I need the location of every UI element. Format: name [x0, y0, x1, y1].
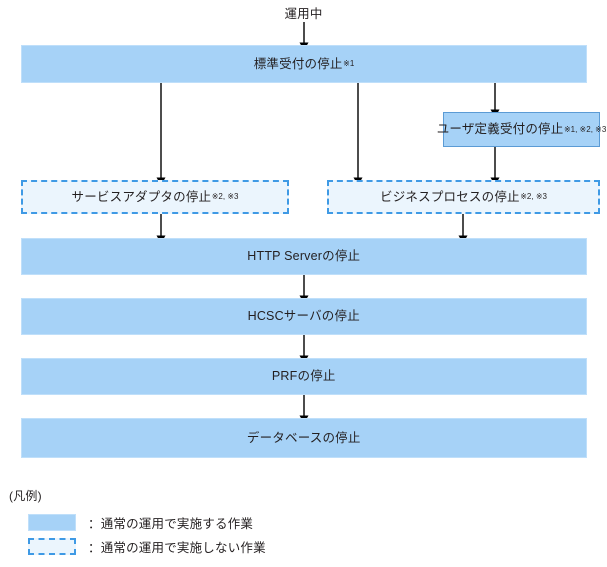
- legend-label: ：通常の運用で実施する作業: [88, 516, 254, 531]
- node-service-adapter-stop[interactable]: サービスアダプタの停止※2, ※3: [21, 180, 289, 214]
- node-label: HCSCサーバの停止: [247, 309, 360, 323]
- node-label: PRFの停止: [271, 369, 336, 383]
- node-footnote-marker: ※2, ※3: [520, 192, 547, 202]
- node-label: 標準受付の停止: [253, 56, 343, 71]
- node-label: データベースの停止: [246, 430, 361, 445]
- start-label: 運用中: [284, 7, 323, 21]
- node-prf-stop[interactable]: PRFの停止: [21, 358, 587, 395]
- legend: (凡例) ：通常の運用で実施する作業 ：通常の運用で実施しない作業: [9, 487, 339, 558]
- node-footnote-marker: ※2, ※3: [211, 192, 239, 202]
- node-footnote-marker: ※1: [343, 59, 355, 69]
- legend-item-non-normal-operation: ：通常の運用で実施しない作業: [9, 534, 339, 558]
- legend-swatch-dashed: [28, 537, 76, 555]
- node-hcsc-server-stop[interactable]: HCSCサーバの停止: [21, 298, 587, 335]
- node-label: サービスアダプタの停止: [71, 189, 212, 204]
- node-user-defined-reception-stop[interactable]: ユーザ定義受付の停止※1, ※2, ※3: [437, 112, 606, 147]
- legend-item-normal-operation: ：通常の運用で実施する作業: [9, 510, 339, 534]
- node-business-process-stop[interactable]: ビジネスプロセスの停止※2, ※3: [327, 180, 600, 214]
- node-label: ユーザ定義受付の停止: [436, 122, 564, 136]
- node-footnote-marker: ※1, ※2, ※3: [563, 124, 607, 134]
- node-label: ビジネスプロセスの停止: [380, 189, 520, 204]
- node-database-stop[interactable]: データベースの停止: [21, 418, 587, 458]
- legend-label: ：通常の運用で実施しない作業: [88, 540, 266, 555]
- node-standard-reception-stop[interactable]: 標準受付の停止※1: [21, 45, 587, 83]
- node-http-server-stop[interactable]: HTTP Serverの停止: [21, 238, 587, 275]
- legend-title: (凡例): [9, 489, 42, 503]
- node-label: HTTP Serverの停止: [247, 249, 361, 263]
- legend-swatch-solid: [28, 513, 76, 531]
